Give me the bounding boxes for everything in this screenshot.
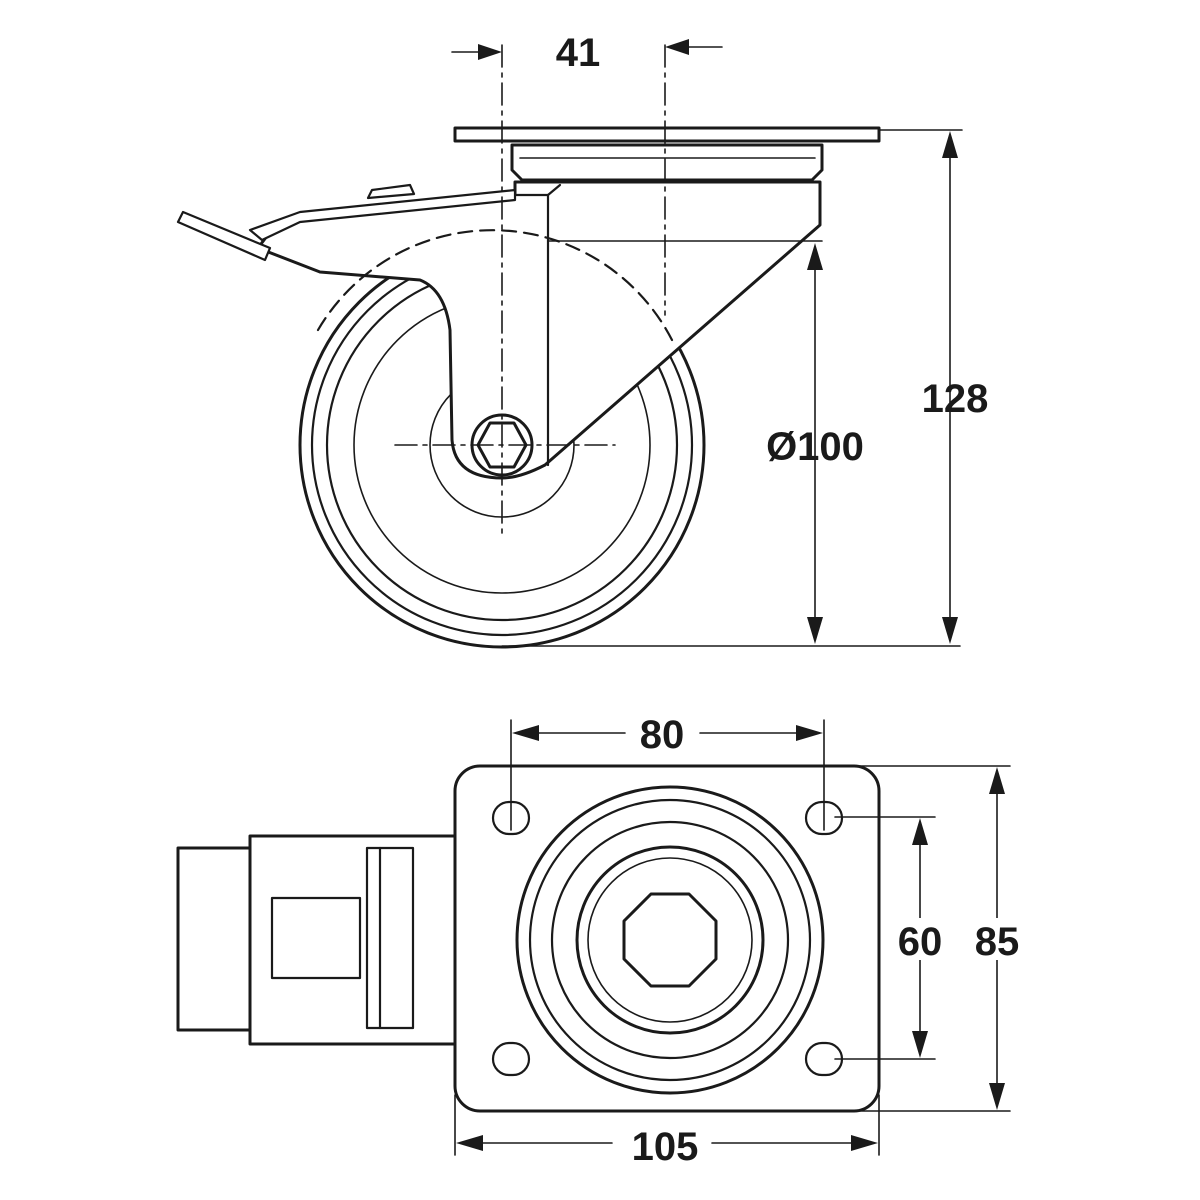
dim-hole-spacing-x-label: 80 <box>640 713 685 757</box>
dim-total-height: 128 <box>879 129 989 644</box>
dim-plate-height: 85 <box>859 765 1027 1112</box>
dim-offset-label: 41 <box>556 31 601 75</box>
dim-hole-spacing-y-label: 60 <box>898 920 943 964</box>
swivel-fork <box>256 180 822 480</box>
dim-hole-spacing-x: 80 <box>510 713 825 831</box>
dim-total-height-label: 128 <box>922 377 989 421</box>
top-view: 80 60 85 <box>176 713 1027 1169</box>
dim-wheel-diameter: Ø100 <box>501 240 961 647</box>
dim-hole-spacing-y: 60 <box>834 816 948 1060</box>
brake-lever <box>176 183 517 262</box>
bolt-holes <box>491 800 844 1077</box>
dim-plate-width: 105 <box>454 1094 880 1169</box>
swivel-bearing <box>515 785 825 1095</box>
side-view: 41 Ø100 128 <box>176 31 989 649</box>
top-mounting-plate <box>453 126 881 182</box>
dim-plate-width-label: 105 <box>632 1125 699 1169</box>
dim-plate-height-label: 85 <box>975 920 1020 964</box>
wheel-top <box>176 834 457 1046</box>
dim-offset: 41 <box>451 31 723 75</box>
dim-wheel-diameter-label: Ø100 <box>766 425 864 469</box>
mounting-plate-top <box>453 764 881 1113</box>
